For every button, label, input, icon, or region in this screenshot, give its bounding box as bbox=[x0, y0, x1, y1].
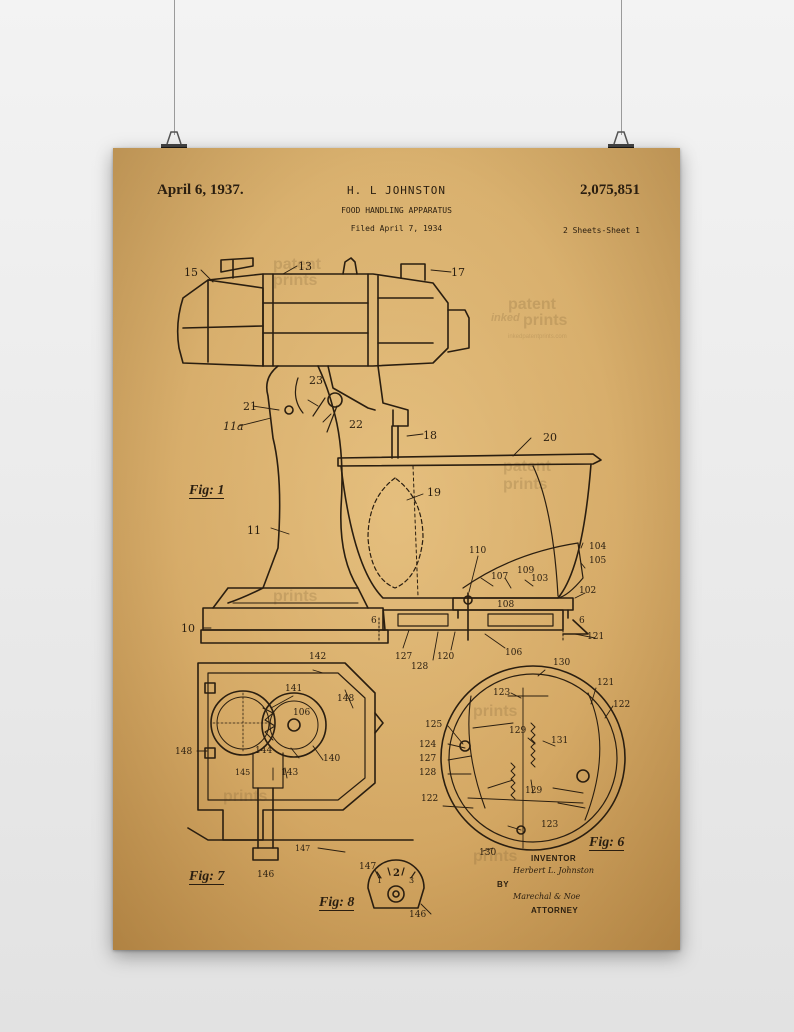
ref-130-b: 130 bbox=[479, 848, 497, 858]
ref-123-top: 123 bbox=[493, 688, 511, 698]
ref-147-b: 147 bbox=[359, 862, 377, 872]
ref-17: 17 bbox=[451, 266, 465, 279]
ref-124: 124 bbox=[419, 740, 437, 750]
ref-13: 13 bbox=[298, 260, 312, 273]
ref-129-bottom: 129 bbox=[525, 786, 543, 796]
ref-125: 125 bbox=[425, 720, 443, 730]
patent-title: FOOD HANDLING APPARATUS bbox=[341, 206, 452, 215]
ref-110: 110 bbox=[469, 546, 487, 556]
watermark-inked: inked bbox=[491, 312, 520, 324]
dial-mark-3: 3 bbox=[409, 876, 415, 885]
ref-128-b: 128 bbox=[419, 768, 437, 778]
ref-23: 23 bbox=[309, 374, 323, 387]
sheet-count: 2 Sheets-Sheet 1 bbox=[562, 226, 640, 235]
ref-127: 127 bbox=[395, 652, 413, 662]
ref-142: 142 bbox=[309, 652, 327, 662]
leader-lines bbox=[196, 265, 614, 915]
ref-143: 143 bbox=[281, 768, 299, 778]
watermark-prints-7: prints bbox=[473, 848, 518, 865]
ref-22: 22 bbox=[349, 418, 363, 431]
inventor-label: INVENTOR bbox=[531, 854, 577, 863]
hanging-wire-right bbox=[621, 0, 622, 135]
figure-8-label: Fig: 8 bbox=[319, 895, 355, 911]
ref-19: 19 bbox=[427, 486, 441, 499]
ref-104: 104 bbox=[589, 542, 607, 552]
attorney-label: ATTORNEY bbox=[531, 906, 579, 915]
ref-122-left: 122 bbox=[421, 794, 439, 804]
patent-drawing bbox=[176, 257, 626, 915]
ref-108: 108 bbox=[497, 600, 515, 610]
ref-11: 11 bbox=[247, 524, 261, 537]
watermark-prints-5: prints bbox=[473, 703, 518, 720]
watermark-prints: prints bbox=[523, 312, 568, 329]
watermark-patent-3: patent bbox=[503, 458, 551, 475]
ref-128: 128 bbox=[411, 662, 429, 672]
hanging-wire-left bbox=[174, 0, 175, 135]
ref-145: 145 bbox=[235, 768, 251, 777]
ref-131: 131 bbox=[551, 736, 569, 746]
ref-129-top: 129 bbox=[509, 726, 527, 736]
by-label: BY bbox=[497, 880, 510, 889]
ref-141: 141 bbox=[285, 684, 303, 694]
ref-122-right: 122 bbox=[613, 700, 631, 710]
watermark-site: inkedpatentprints.com bbox=[508, 334, 567, 340]
ref-106: 106 bbox=[505, 648, 523, 658]
ref-130: 130 bbox=[553, 658, 571, 668]
ref-123-bottom: 123 bbox=[541, 820, 559, 830]
ref-140: 140 bbox=[323, 754, 341, 764]
dial-mark-2: 2 bbox=[393, 868, 400, 879]
ref-105: 105 bbox=[589, 556, 607, 566]
ref-127-b: 127 bbox=[419, 754, 437, 764]
ref-6-right: 6 bbox=[579, 616, 585, 626]
patent-number: 2,075,851 bbox=[580, 182, 640, 198]
ref-144: 144 bbox=[255, 746, 273, 756]
mixer-base-figure-6 bbox=[440, 665, 626, 851]
ref-18: 18 bbox=[423, 429, 437, 442]
ref-109: 109 bbox=[517, 566, 535, 576]
patent-poster: patent inked prints inkedpatentprints.co… bbox=[113, 148, 680, 950]
inventor-signature: Herbert L. Johnston bbox=[513, 866, 594, 875]
dial-mark-1: 1 bbox=[377, 876, 383, 885]
ref-146-b: 146 bbox=[409, 910, 427, 920]
figure-7-label: Fig: 7 bbox=[189, 869, 225, 885]
attorney-signature: Marechal & Noe bbox=[513, 892, 581, 901]
ref-121: 121 bbox=[587, 632, 605, 642]
watermark-patent: patent bbox=[508, 296, 556, 313]
ref-148-right: 148 bbox=[337, 694, 355, 704]
filed-date: Filed April 7, 1934 bbox=[350, 224, 443, 233]
inventor-header: H. L JOHNSTON bbox=[346, 184, 447, 197]
ref-21: 21 bbox=[243, 400, 257, 413]
mixer-figure-1 bbox=[176, 257, 602, 644]
ref-102: 102 bbox=[579, 586, 597, 596]
ref-20: 20 bbox=[543, 431, 557, 444]
ref-107: 107 bbox=[491, 572, 509, 582]
watermark-prints-4: prints bbox=[273, 588, 318, 605]
ref-121-b: 121 bbox=[597, 678, 615, 688]
ref-103: 103 bbox=[531, 574, 549, 584]
ref-10: 10 bbox=[181, 622, 195, 635]
dial-figure-8 bbox=[367, 859, 425, 909]
ref-6-left: 6 bbox=[371, 616, 377, 626]
watermark-patent-2: patent bbox=[273, 256, 321, 273]
ref-11a: 11a bbox=[223, 420, 244, 433]
figure-1-label: Fig: 1 bbox=[189, 483, 225, 499]
figure-6-label: Fig: 6 bbox=[589, 835, 625, 851]
ref-15: 15 bbox=[184, 266, 198, 279]
ref-146: 146 bbox=[257, 870, 275, 880]
ref-120: 120 bbox=[437, 652, 455, 662]
ref-148-left: 148 bbox=[175, 747, 193, 757]
ref-147: 147 bbox=[295, 844, 311, 853]
watermark-prints-3: prints bbox=[503, 476, 548, 493]
gear-housing-figure-7 bbox=[187, 662, 414, 861]
watermark-prints-6: prints bbox=[223, 788, 268, 805]
ref-106-b: 106 bbox=[293, 708, 311, 718]
patent-date: April 6, 1937. bbox=[157, 182, 244, 198]
watermark-prints-2: prints bbox=[273, 272, 318, 289]
